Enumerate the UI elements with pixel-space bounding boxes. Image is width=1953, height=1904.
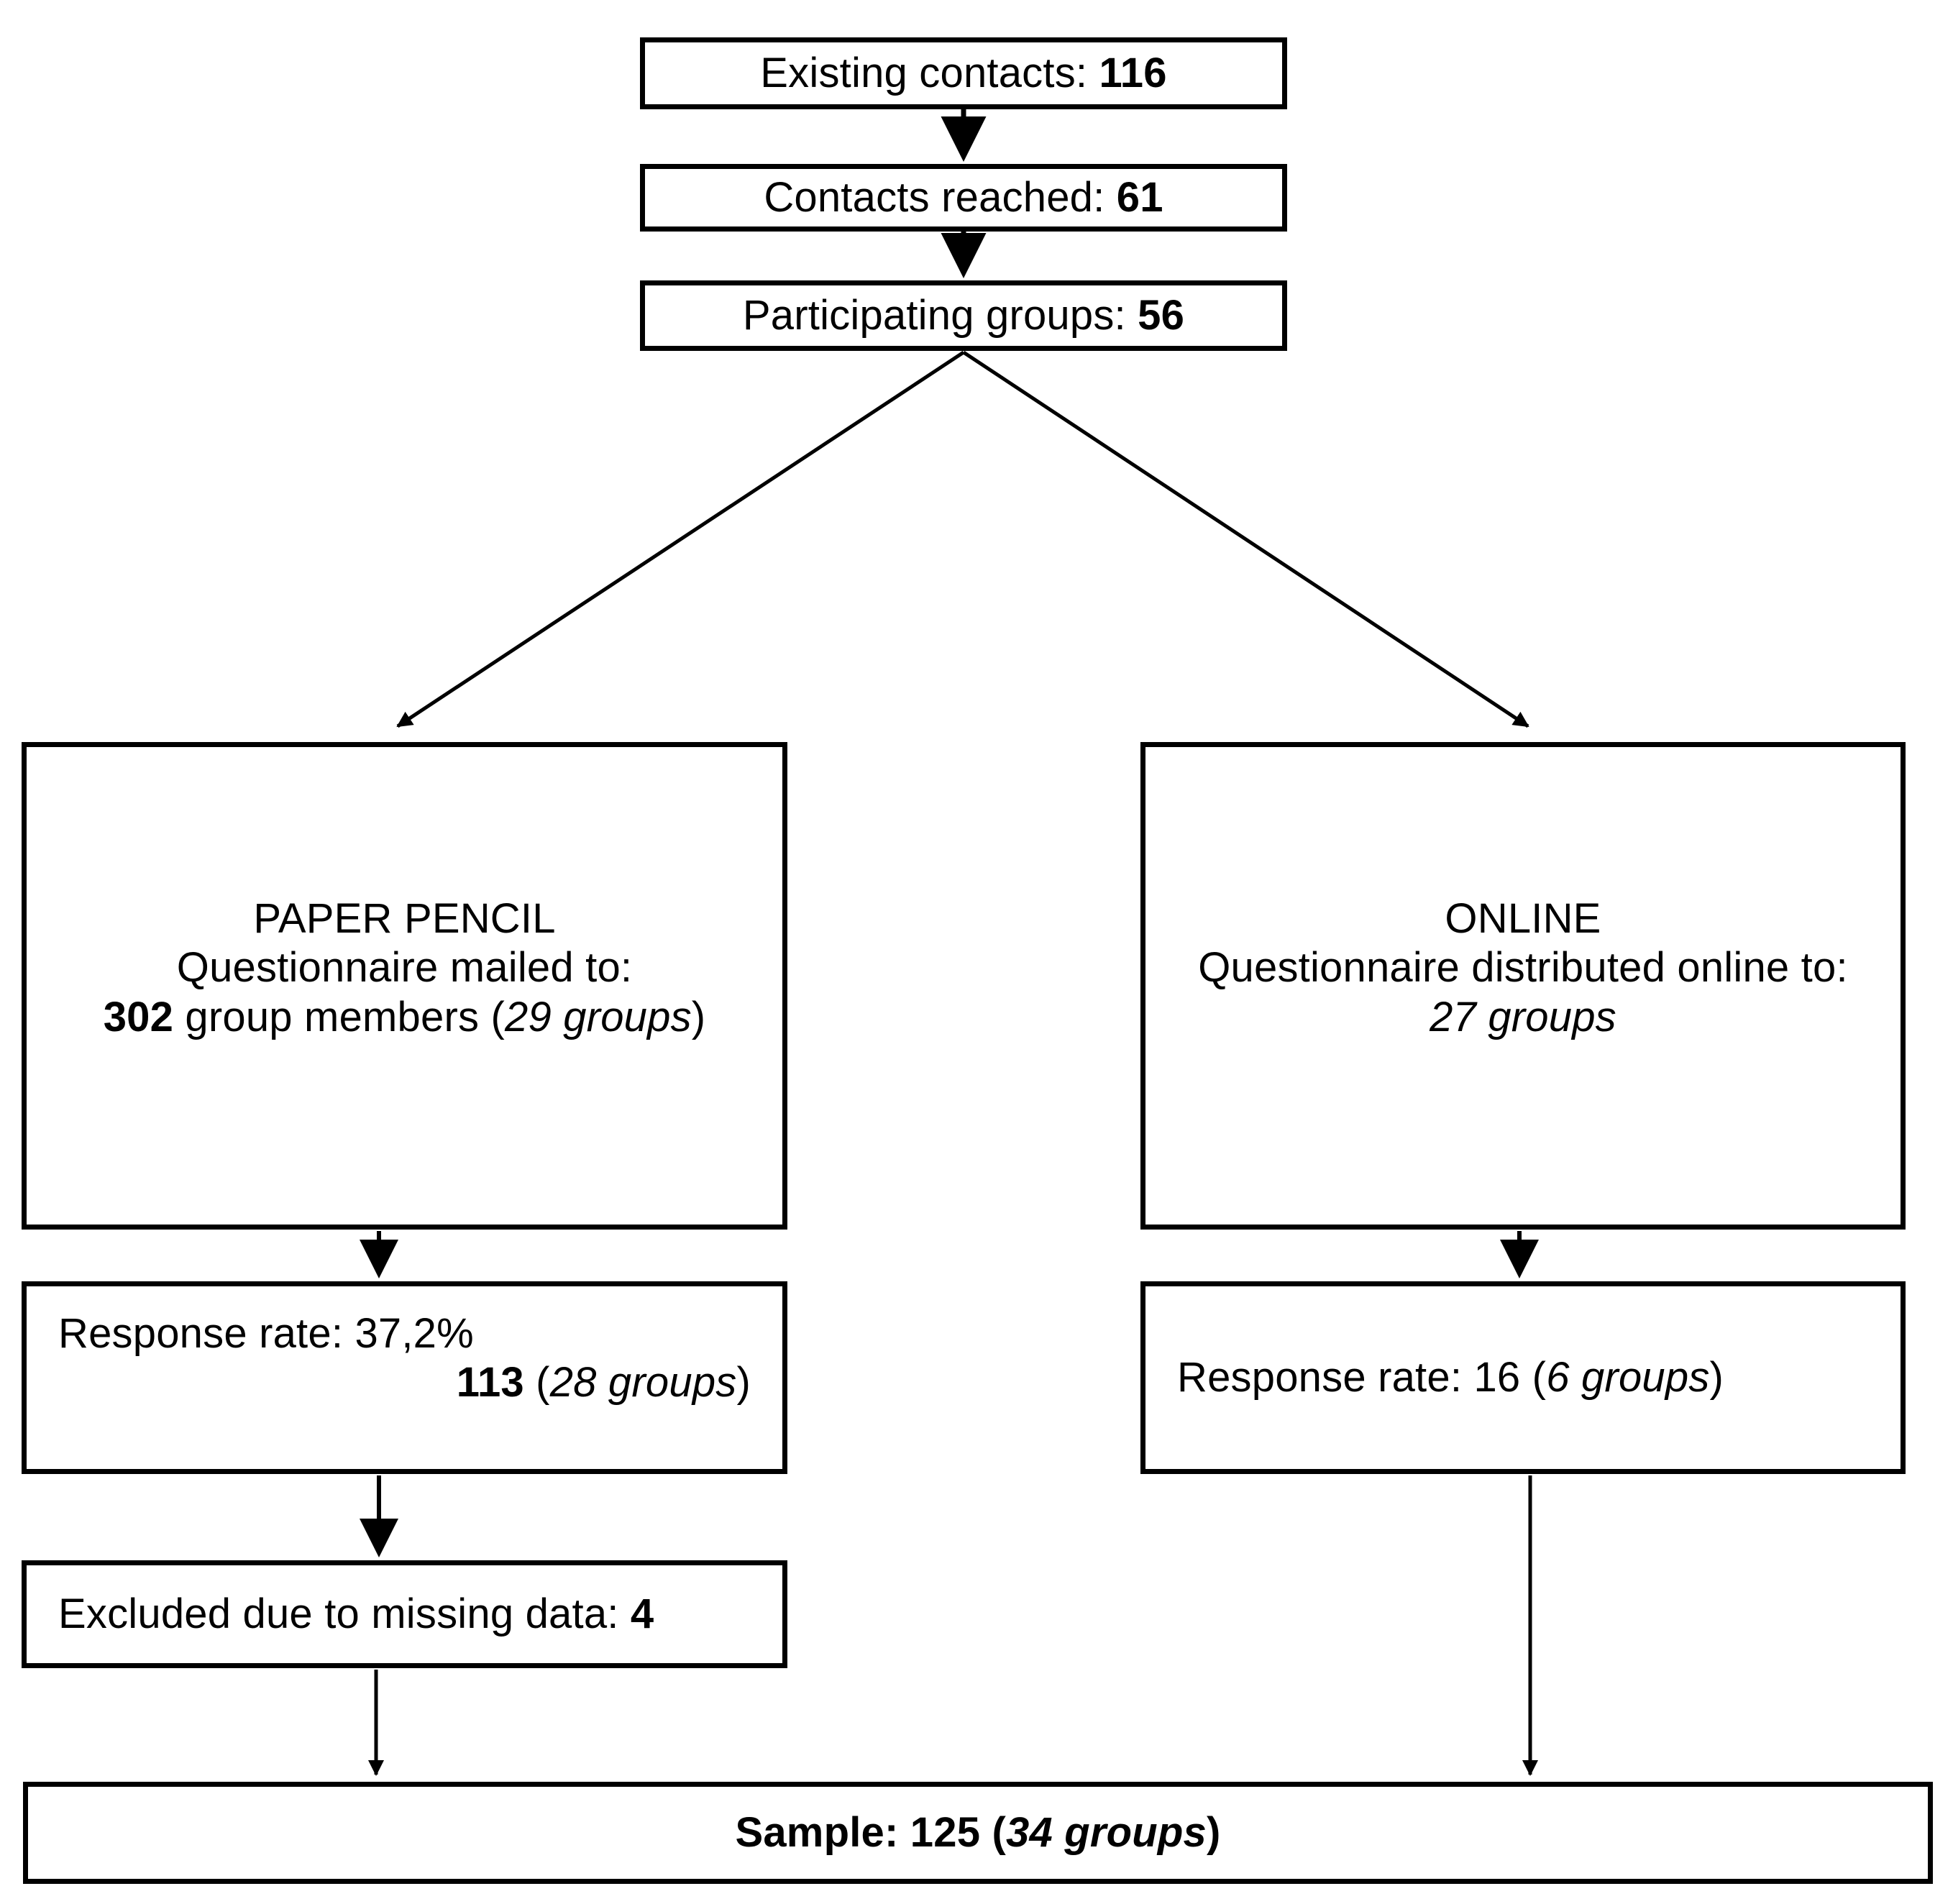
sample-groups: 34 groups [1006, 1808, 1207, 1856]
paper-pencil-subheading: Questionnaire mailed to: [176, 944, 633, 992]
sample-text: Sample: 125 (34 groups) [735, 1808, 1220, 1857]
online-heading: ONLINE [1445, 895, 1601, 942]
paper-pencil-heading: PAPER PENCIL [253, 895, 556, 942]
online-groups: 27 groups [1430, 993, 1616, 1040]
response-online-text: Response rate: 16 (6 groups) [1177, 1353, 1724, 1402]
response-paper-separator: ( [523, 1359, 550, 1406]
edge-participating-to-online [962, 350, 1529, 728]
node-response-rate-paper: Response rate: 37,2% 113 (28 groups) [22, 1281, 787, 1474]
node-excluded-missing-data: Excluded due to missing data: 4 [22, 1560, 787, 1668]
paper-pencil-close-paren: ) [691, 993, 706, 1040]
existing-contacts-value: 116 [1099, 49, 1167, 96]
response-paper-groups: 28 groups [549, 1359, 737, 1406]
node-participating-groups-text: Participating groups: 56 [743, 291, 1184, 340]
contacts-reached-value: 61 [1116, 173, 1163, 221]
response-paper-count: 113 [456, 1359, 524, 1406]
edge-participating-to-paper [396, 350, 965, 728]
paper-pencil-count: 302 [103, 993, 174, 1040]
excluded-text: Excluded due to missing data: 4 [58, 1590, 654, 1639]
node-participating-groups: Participating groups: 56 [640, 280, 1287, 351]
node-paper-pencil: PAPER PENCIL Questionnaire mailed to: 30… [22, 742, 787, 1230]
excluded-label: Excluded due to missing data: [58, 1590, 631, 1637]
online-subheading: Questionnaire distributed online to: [1198, 944, 1848, 992]
sample-close-paren: ) [1207, 1808, 1221, 1856]
node-online: ONLINE Questionnaire distributed online … [1140, 742, 1906, 1230]
paper-pencil-groups: 29 groups [505, 993, 692, 1040]
response-online-prefix: Response rate: 16 ( [1177, 1353, 1547, 1401]
node-final-sample: Sample: 125 (34 groups) [23, 1782, 1933, 1884]
response-paper-close-paren: ) [736, 1359, 751, 1406]
node-existing-contacts-text: Existing contacts: 116 [760, 49, 1166, 98]
sample-label: Sample: 125 ( [735, 1808, 1007, 1856]
response-paper-line2: 113 (28 groups) [58, 1358, 751, 1407]
paper-pencil-count-suffix: group members ( [173, 993, 505, 1040]
participating-groups-value: 56 [1138, 291, 1185, 339]
response-paper-line1: Response rate: 37,2% [58, 1310, 474, 1357]
response-online-close-paren: ) [1709, 1353, 1724, 1401]
node-existing-contacts: Existing contacts: 116 [640, 37, 1287, 109]
node-contacts-reached: Contacts reached: 61 [640, 164, 1287, 232]
paper-pencil-detail: 302 group members (29 groups) [104, 993, 706, 1042]
participating-groups-label: Participating groups: [742, 291, 1138, 339]
contacts-reached-label: Contacts reached: [764, 173, 1117, 221]
response-online-groups: 6 groups [1546, 1353, 1710, 1401]
node-response-rate-online: Response rate: 16 (6 groups) [1140, 1281, 1906, 1474]
excluded-value: 4 [630, 1590, 654, 1637]
existing-contacts-label: Existing contacts: [760, 49, 1099, 96]
node-contacts-reached-text: Contacts reached: 61 [764, 173, 1163, 222]
